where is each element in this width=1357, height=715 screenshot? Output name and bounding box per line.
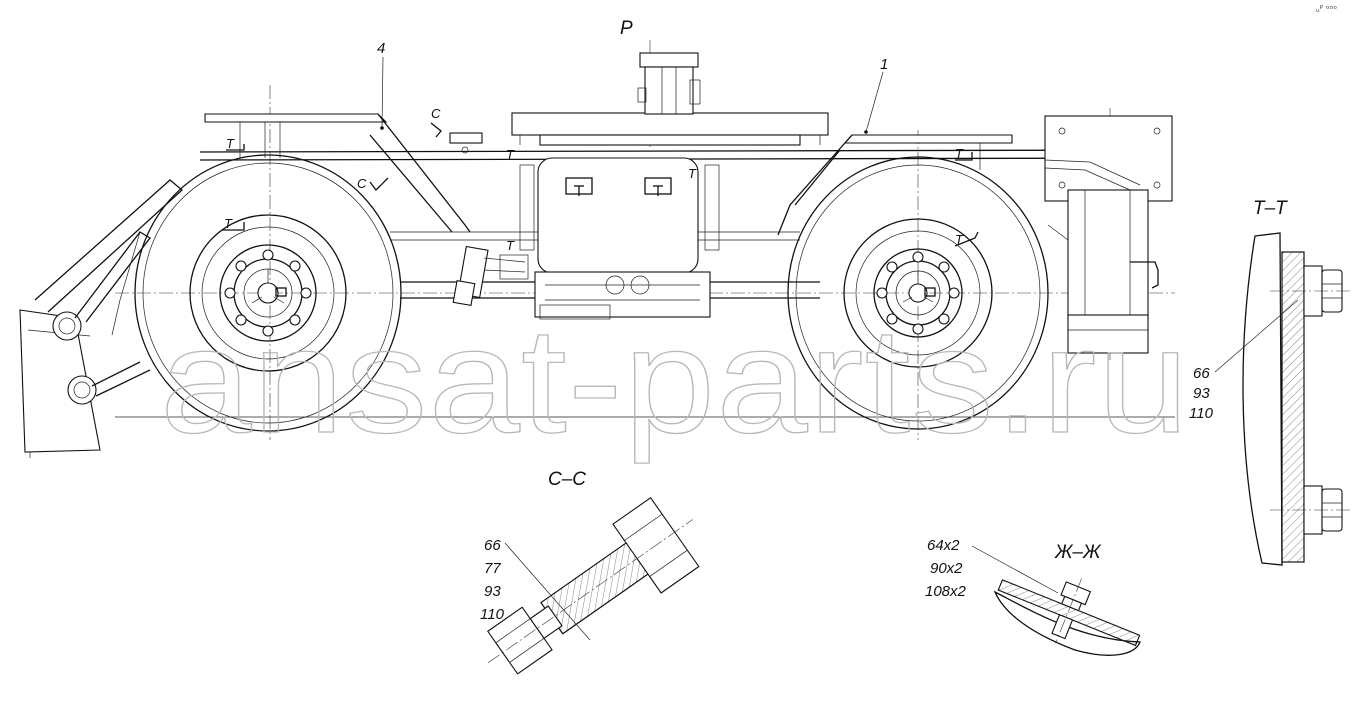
section-tt-callout-66: 66	[1193, 365, 1210, 382]
callout-4-label: 4	[377, 40, 385, 57]
section-mark-t-3: T	[506, 147, 515, 162]
section-tt-title: T–T	[1253, 198, 1288, 219]
section-cc-leader	[504, 542, 591, 641]
section-tt-leader	[1214, 299, 1299, 373]
callout-1-label: 1	[880, 56, 888, 73]
left-fender	[204, 113, 471, 233]
section-zhzh-leader	[971, 545, 1059, 594]
section-cc-callout-77: 77	[484, 560, 501, 577]
section-zhzh-callout-64x2: 64x2	[927, 537, 960, 554]
rear-wheel	[787, 156, 1049, 430]
section-marks: C C T T T T T T T	[222, 106, 979, 253]
section-mark-c-left: C	[357, 176, 367, 191]
tank-clip-left	[565, 177, 593, 196]
front-wheel	[134, 154, 402, 432]
front-arm	[19, 179, 183, 458]
main-view: P 4 1 C C T T T T T T T	[19, 18, 1175, 458]
section-cc-title: C–C	[548, 469, 586, 490]
section-tt-web	[1242, 232, 1283, 566]
section-cc-callout-110: 110	[480, 606, 505, 623]
section-cc: C–C 66 77 93 110	[480, 469, 700, 675]
view-label-p: P	[620, 18, 633, 39]
central-tank	[519, 157, 720, 320]
rear-bracket	[1044, 115, 1173, 354]
section-cc-callout-93: 93	[484, 583, 501, 600]
section-mark-t-7: T	[955, 232, 964, 247]
section-tt-callout-93: 93	[1193, 385, 1210, 402]
section-mark-t-5: T	[688, 166, 697, 181]
top-plate	[449, 112, 829, 154]
section-zhzh-title: Ж–Ж	[1054, 542, 1102, 563]
section-tt: T–T 66 93 110	[1189, 198, 1350, 566]
callout-4: 4	[377, 40, 385, 130]
section-zhzh-callout-108x2: 108x2	[925, 583, 967, 600]
section-tt-plate	[1281, 251, 1305, 563]
section-mark-t-1: T	[226, 136, 235, 151]
section-mark-t-4: T	[506, 238, 515, 253]
callout-1: 1	[864, 56, 888, 134]
section-mark-t-6: T	[955, 146, 964, 161]
section-mark-t-2: T	[224, 216, 233, 231]
section-zhzh-body	[993, 590, 1141, 656]
corner-mark: ᵤᴾ ᵒᵒᵒ	[1316, 5, 1337, 15]
watermark-text: ansat-parts.ru	[160, 296, 1190, 464]
pipe	[637, 52, 701, 115]
right-fender	[777, 134, 1013, 236]
section-mark-c-top: C	[431, 106, 441, 121]
valve-assembly	[452, 245, 529, 307]
section-tt-callout-110: 110	[1189, 405, 1214, 422]
section-zhzh-callout-90x2: 90x2	[930, 560, 963, 577]
section-zhzh: Ж–Ж 64x2 90x2 108x2	[925, 537, 1141, 656]
section-cc-callout-66: 66	[484, 537, 501, 554]
tank-clip-right	[644, 177, 672, 196]
